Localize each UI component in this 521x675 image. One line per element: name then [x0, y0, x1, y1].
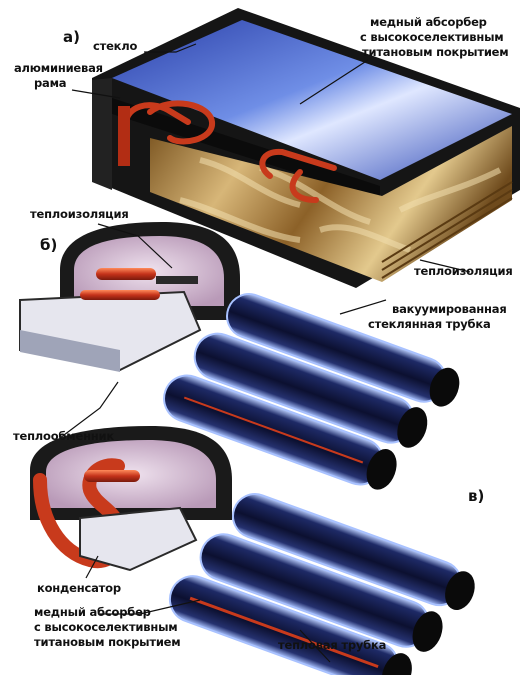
- panel-label-c: в): [468, 487, 484, 505]
- label-insulation-top: теплоизоляция: [30, 207, 129, 221]
- heat-exchanger-pipe-b1: [96, 268, 156, 280]
- collector-header: [118, 106, 130, 166]
- heat-exchanger-pipe-b2: [80, 290, 160, 300]
- label-vacuum-tube-2: стеклянная трубка: [368, 317, 491, 331]
- label-copper-absorber-top-2: с высокоселективным: [360, 30, 504, 44]
- label-aluminium-frame-2: рама: [34, 76, 66, 90]
- label-insulation-right: теплоизоляция: [414, 264, 513, 278]
- label-heat-exchanger: теплообменник: [13, 429, 114, 443]
- panel-label-a: а): [63, 28, 80, 46]
- label-aluminium-frame-1: алюминиевая: [14, 61, 103, 75]
- label-condenser: конденсатор: [37, 581, 121, 595]
- label-copper-absorber-bottom-3: титановым покрытием: [34, 635, 180, 649]
- label-heat-pipe: тепловая трубка: [278, 638, 386, 652]
- label-glass: стекло: [93, 39, 137, 53]
- label-copper-absorber-bottom-1: медный абсорбер: [34, 605, 151, 619]
- label-copper-absorber-top-1: медный абсорбер: [370, 15, 487, 29]
- label-vacuum-tube-1: вакуумированная: [392, 302, 507, 316]
- label-copper-absorber-bottom-2: с высокоселективным: [34, 620, 178, 634]
- label-copper-absorber-top-3: титановым покрытием: [362, 45, 508, 59]
- manifold-bracket-c: [80, 508, 196, 570]
- panel-label-b: б): [40, 236, 57, 254]
